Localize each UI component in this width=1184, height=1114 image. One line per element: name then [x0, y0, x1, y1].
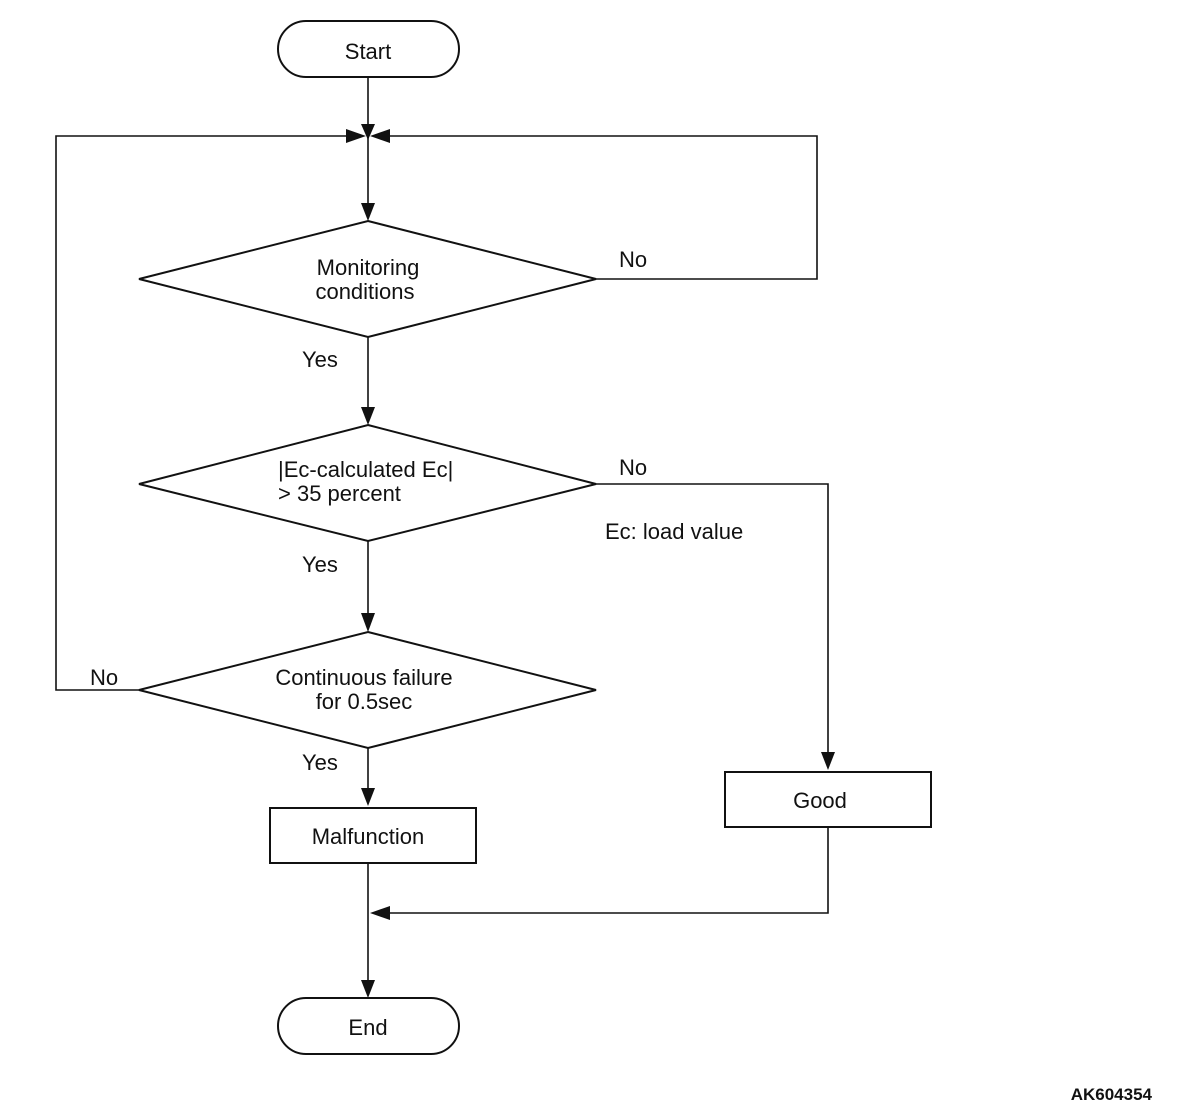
connector-continuous-no-loop [55, 135, 352, 691]
arrowhead-right-loop [346, 129, 366, 143]
arrowhead-down-monitoring [361, 203, 375, 221]
figure-id: AK604354 [1071, 1085, 1153, 1104]
arrowhead-left-loop [370, 129, 390, 143]
process-malfunction: Malfunction [269, 807, 477, 864]
decision-continuous-failure: Continuous failure for 0.5sec [138, 630, 597, 750]
connector-ec-no [596, 483, 829, 754]
decision-monitoring-conditions: Monitoring conditions [138, 219, 597, 339]
monitoring-label-line2: conditions [315, 279, 414, 304]
connectors [55, 77, 829, 982]
arrowhead-down-end [361, 980, 375, 998]
malfunction-label: Malfunction [312, 824, 425, 849]
process-good: Good [724, 771, 932, 828]
arrowhead-left-merge [370, 906, 390, 920]
start-label: Start [345, 39, 391, 64]
arrowhead-down-start [361, 124, 375, 140]
ec-check-label-line1: |Ec-calculated Ec| [278, 457, 453, 482]
continuous-no-label: No [90, 665, 118, 690]
good-label: Good [793, 788, 847, 813]
connector-monitoring-no-loop [384, 135, 818, 280]
continuous-label-line2: for 0.5sec [316, 689, 413, 714]
arrowhead-down-ec [361, 407, 375, 425]
note-ec-definition: Ec: load value [605, 519, 743, 544]
ec-no-label: No [619, 455, 647, 480]
arrowhead-down-malfunction [361, 788, 375, 806]
ec-check-label-line2: > 35 percent [278, 481, 401, 506]
decision-ec-check: |Ec-calculated Ec| > 35 percent [138, 423, 597, 543]
monitoring-no-label: No [619, 247, 647, 272]
arrowheads [346, 124, 835, 998]
end-label: End [348, 1015, 387, 1040]
monitoring-label-line1: Monitoring [317, 255, 420, 280]
continuous-yes-label: Yes [302, 750, 338, 775]
continuous-label-line1: Continuous failure [275, 665, 452, 690]
arrowhead-down-good [821, 752, 835, 770]
end-terminator: End [277, 997, 460, 1055]
ec-yes-label: Yes [302, 552, 338, 577]
connector-good-to-merge [386, 828, 829, 914]
start-terminator: Start [277, 20, 460, 78]
arrowhead-down-continuous [361, 613, 375, 632]
monitoring-yes-label: Yes [302, 347, 338, 372]
edge-labels: No Yes No Yes No Yes [90, 247, 647, 775]
